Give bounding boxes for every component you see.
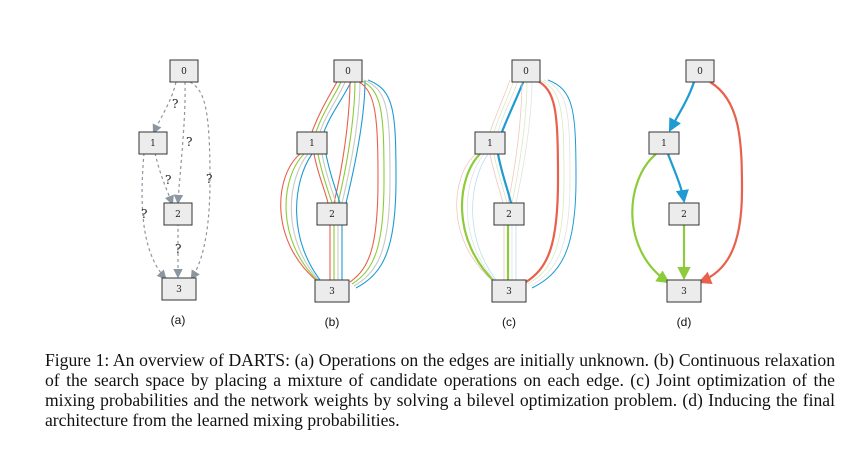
node-1: 1 bbox=[138, 131, 168, 155]
svg-text:3: 3 bbox=[506, 287, 512, 297]
panel-label-d: (d) bbox=[677, 315, 692, 329]
node-3: 3 bbox=[161, 277, 197, 301]
panel-label-c: (c) bbox=[502, 315, 516, 329]
unknown-mark: ? bbox=[186, 135, 192, 149]
svg-text:3: 3 bbox=[681, 287, 687, 297]
node-2: 2 bbox=[316, 202, 348, 226]
edge-d-1-3 bbox=[631, 153, 670, 284]
unknown-mark: ? bbox=[206, 172, 212, 186]
edge-d-0-3 bbox=[697, 81, 744, 285]
node-2: 2 bbox=[668, 202, 700, 226]
node-3: 3 bbox=[491, 279, 527, 303]
svg-text:3: 3 bbox=[329, 287, 335, 297]
svg-text:2: 2 bbox=[175, 210, 181, 220]
node-0: 0 bbox=[333, 59, 363, 83]
node-0: 0 bbox=[511, 59, 541, 83]
panel-label-a: (a) bbox=[171, 313, 186, 327]
edge-a-1-2 bbox=[154, 152, 174, 206]
edge-a-0-1 bbox=[152, 81, 177, 135]
panel-a-edges bbox=[141, 81, 211, 281]
svg-text:2: 2 bbox=[329, 210, 335, 220]
edge-d-1-2 bbox=[666, 153, 689, 204]
node-0: 0 bbox=[169, 59, 199, 83]
panel-d-edges bbox=[631, 81, 744, 285]
svg-text:3: 3 bbox=[176, 285, 182, 295]
svg-text:2: 2 bbox=[681, 210, 687, 220]
darts-figure: ? ? ? ? ? ? 0 1 2 3 (a) bbox=[138, 59, 744, 329]
unknown-mark: ? bbox=[141, 207, 147, 221]
svg-text:2: 2 bbox=[506, 210, 512, 220]
node-1: 1 bbox=[296, 131, 328, 155]
panel-a: ? ? ? ? ? ? 0 1 2 3 (a) bbox=[138, 59, 212, 327]
panel-c-edges bbox=[456, 79, 577, 289]
svg-text:0: 0 bbox=[181, 67, 187, 77]
node-1: 1 bbox=[648, 131, 680, 155]
svg-text:1: 1 bbox=[487, 139, 493, 149]
svg-text:1: 1 bbox=[661, 139, 667, 149]
edge-a-0-2 bbox=[173, 81, 186, 205]
svg-text:1: 1 bbox=[309, 139, 315, 149]
unknown-mark: ? bbox=[165, 173, 171, 187]
node-2: 2 bbox=[493, 202, 525, 226]
node-3: 3 bbox=[666, 279, 702, 303]
node-3: 3 bbox=[314, 279, 350, 303]
panel-b: 0 1 2 3 (b) bbox=[280, 59, 397, 329]
edge-d-0-1 bbox=[668, 81, 696, 132]
unknown-mark: ? bbox=[172, 97, 178, 111]
figure-caption: Figure 1: An overview of DARTS: (a) Oper… bbox=[45, 350, 835, 430]
node-0: 0 bbox=[685, 59, 715, 83]
panel-b-edges bbox=[280, 79, 397, 289]
node-2: 2 bbox=[163, 202, 193, 226]
panel-d: 0 1 2 3 (d) bbox=[631, 59, 744, 329]
svg-text:0: 0 bbox=[345, 67, 351, 77]
edge-a-0-3 bbox=[189, 81, 211, 281]
svg-text:0: 0 bbox=[523, 67, 529, 77]
panel-c: 0 1 2 3 (c) bbox=[456, 59, 577, 329]
panel-label-b: (b) bbox=[325, 315, 340, 329]
svg-text:0: 0 bbox=[697, 67, 703, 77]
svg-text:1: 1 bbox=[150, 139, 156, 149]
node-1: 1 bbox=[474, 131, 506, 155]
unknown-mark: ? bbox=[175, 242, 181, 256]
